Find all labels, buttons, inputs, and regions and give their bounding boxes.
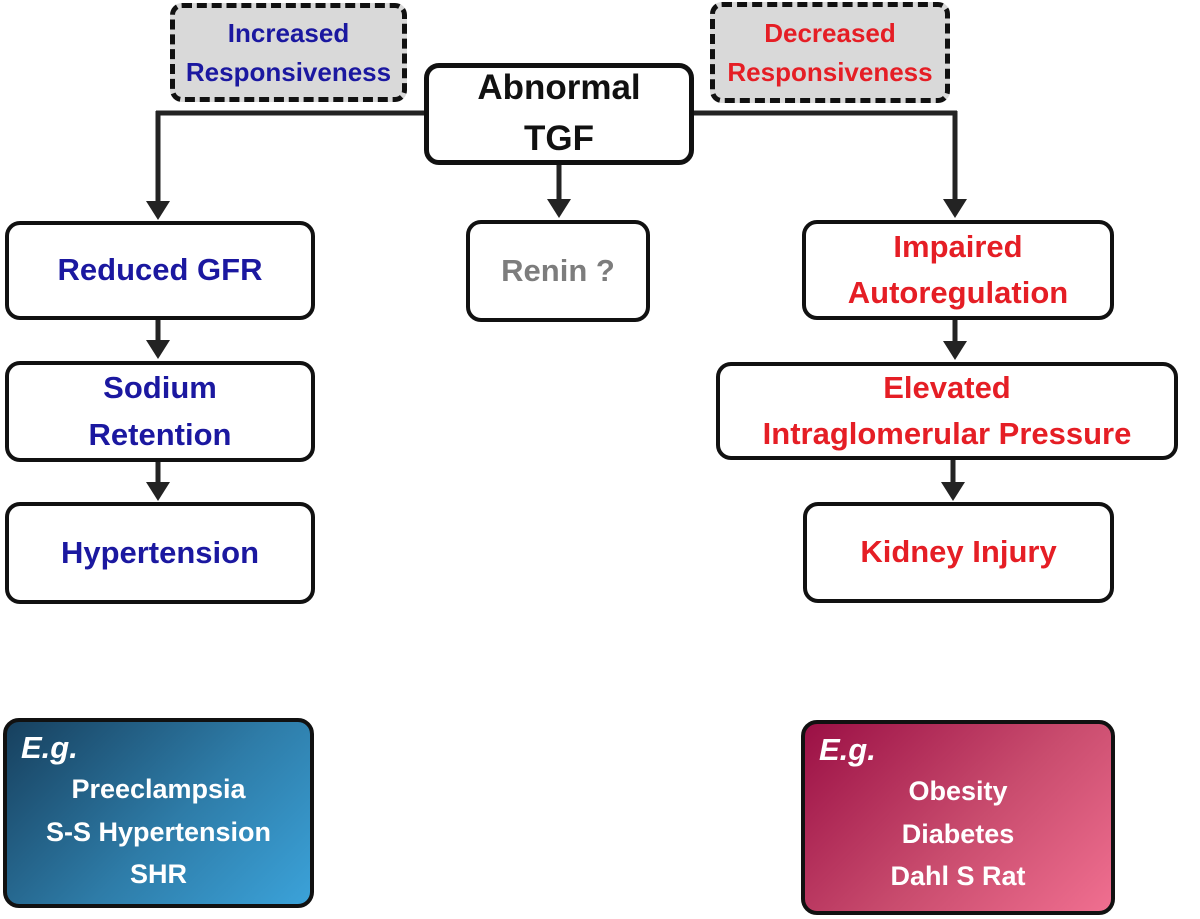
abnormal-tgf-line2: TGF bbox=[524, 119, 594, 158]
increased-responsiveness-box: Increased Responsiveness bbox=[170, 3, 407, 102]
impaired-autoregulation-line1: Impaired bbox=[893, 228, 1023, 264]
kidney-injury-label: Kidney Injury bbox=[860, 534, 1057, 570]
impaired-autoregulation-line2: Autoregulation bbox=[847, 275, 1069, 310]
decreased-responsiveness-box: Decreased Responsiveness bbox=[710, 2, 950, 103]
reduced-gfr-label: Reduced GFR bbox=[57, 252, 263, 288]
impaired-autoregulation-box: Impaired Autoregulation bbox=[802, 220, 1114, 320]
increased-responsiveness-line2: Responsiveness bbox=[185, 56, 392, 87]
renin-box: Renin ? bbox=[466, 220, 650, 322]
sodium-retention-box: Sodium Retention bbox=[5, 361, 315, 462]
example-item: SHR bbox=[129, 859, 187, 890]
elevated-pressure-line2: Intraglomerular Pressure bbox=[762, 416, 1132, 451]
examples-decreased-eg-label: E.g. bbox=[819, 732, 876, 767]
example-item: S-S Hypertension bbox=[45, 816, 272, 847]
sodium-retention-line1: Sodium bbox=[103, 370, 217, 405]
reduced-gfr-box: Reduced GFR bbox=[5, 221, 315, 320]
examples-decreased-box: E.g. Obesity Diabetes Dahl S Rat bbox=[801, 720, 1115, 915]
examples-decreased-list: Obesity Diabetes Dahl S Rat bbox=[805, 770, 1111, 898]
decreased-responsiveness-line1: Decreased bbox=[764, 17, 896, 48]
hypertension-box: Hypertension bbox=[5, 502, 315, 604]
examples-increased-list: Preeclampsia S-S Hypertension SHR bbox=[7, 768, 310, 896]
example-item: Obesity bbox=[908, 776, 1008, 806]
example-item: Diabetes bbox=[901, 818, 1015, 849]
examples-increased-eg-label: E.g. bbox=[21, 730, 78, 765]
elevated-pressure-line1: Elevated bbox=[883, 369, 1011, 405]
example-item: Dahl S Rat bbox=[890, 861, 1026, 892]
hypertension-label: Hypertension bbox=[60, 534, 260, 570]
examples-increased-box: E.g. Preeclampsia S-S Hypertension SHR bbox=[3, 718, 314, 908]
increased-responsiveness-line1: Increased bbox=[227, 17, 350, 48]
abnormal-tgf-line1: Abnormal bbox=[477, 68, 641, 108]
kidney-injury-box: Kidney Injury bbox=[803, 502, 1114, 603]
abnormal-tgf-box: Abnormal TGF bbox=[424, 63, 694, 165]
decreased-responsiveness-line2: Responsiveness bbox=[727, 56, 933, 87]
renin-label: Renin ? bbox=[501, 252, 615, 288]
elevated-intraglomerular-pressure-box: Elevated Intraglomerular Pressure bbox=[716, 362, 1178, 460]
example-item: Preeclampsia bbox=[71, 774, 246, 804]
sodium-retention-line2: Retention bbox=[88, 416, 232, 452]
